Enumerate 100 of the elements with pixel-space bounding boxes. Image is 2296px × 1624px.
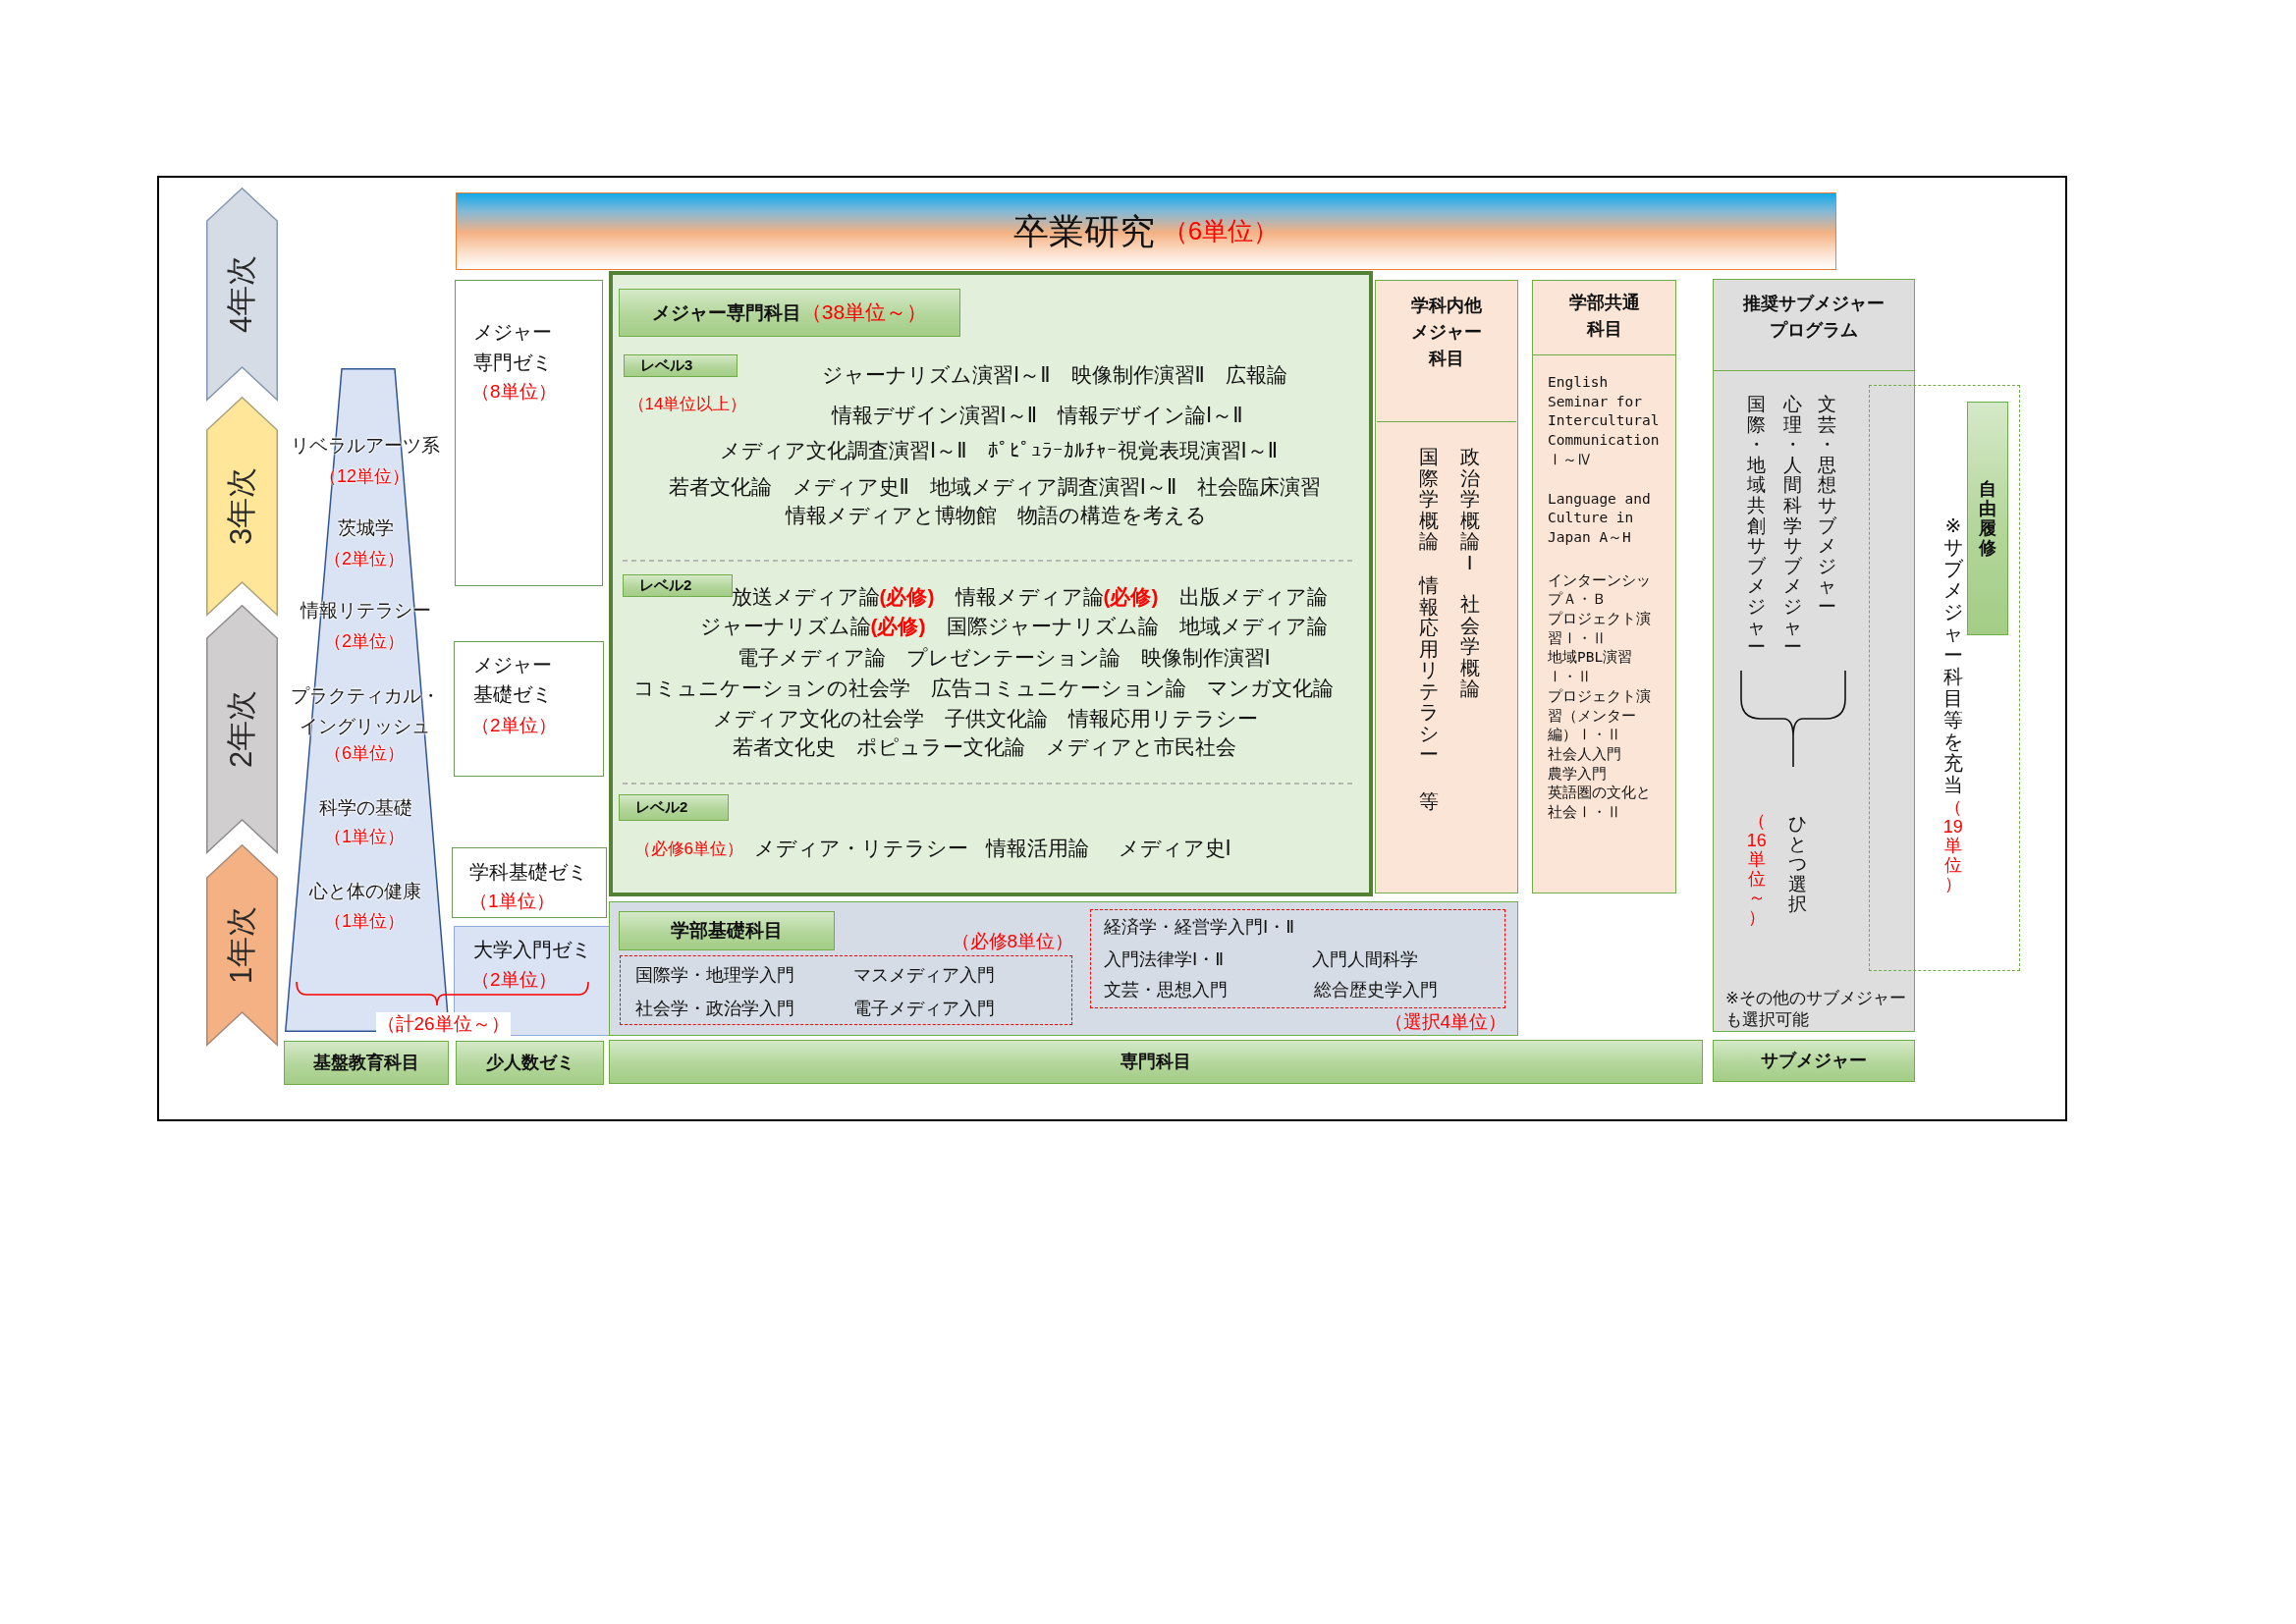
year-label: 2年次 (223, 689, 260, 768)
course-name: メディア・リテラシー (754, 836, 968, 861)
year-label: 1年次 (223, 905, 260, 984)
category-label: サブメジャー (1761, 1050, 1867, 1072)
level-label: レベル2 (635, 798, 688, 817)
credit-note: （6単位） (324, 742, 405, 765)
year-band (206, 188, 278, 401)
course-name: 社会学概論 (1460, 594, 1480, 700)
course-name: 国際学概論 (1419, 447, 1439, 553)
level-tag (623, 574, 733, 597)
course-list: ジャーナリズム演習Ⅰ～Ⅱ 映像制作演習Ⅱ 広報論 (822, 362, 1287, 389)
course-list: 情報メディアと博物館 物語の構造を考える (785, 503, 1207, 529)
dashed-group-box (620, 955, 1072, 1025)
course-name: メディア史Ⅰ (1118, 836, 1231, 861)
submajor-name: 文芸・思想サブメジャー (1817, 395, 1836, 618)
course-column (1713, 279, 1915, 1032)
credit-note: （必修6単位） (633, 838, 743, 859)
graduation-research-banner (456, 192, 1836, 270)
course-list: メディア文化の社会学 子供文化論 情報応用リテラシー (712, 706, 1258, 732)
course-name: 情報活用論 (985, 836, 1089, 861)
column-header: 学科内他メジャー科目 (1377, 287, 1516, 422)
group-header (619, 911, 835, 950)
column-header: 学部共通科目 (1533, 283, 1675, 355)
year-band (206, 844, 278, 1046)
course-name: 文芸・思想入門 (1104, 978, 1228, 1001)
course-name: 社会学・政治学入門 (635, 997, 794, 1019)
group-header (619, 289, 960, 337)
course-name: 入門法律学Ⅰ・Ⅱ (1104, 947, 1225, 970)
year-band (206, 397, 278, 616)
credit-note: （2単位） (471, 968, 557, 992)
course-name: 科学の基礎 (318, 796, 412, 820)
course-name: 電子メディア入門 (853, 997, 995, 1019)
credit-note: （計26単位～） (375, 1012, 511, 1036)
course-name: 総合歴史学入門 (1314, 978, 1438, 1001)
banner-title: 卒業研究 (1012, 209, 1155, 253)
category-label: 基盤教育科目 (313, 1052, 419, 1074)
level-label: レベル3 (640, 356, 693, 375)
credit-note: （38単位～） (800, 299, 928, 326)
year-label: 3年次 (223, 466, 260, 545)
course-list: 情報デザイン演習Ⅰ～Ⅱ 情報デザイン論Ⅰ～Ⅱ (831, 403, 1243, 429)
course-name: 政治学概論Ⅰ (1460, 447, 1480, 573)
course-name: 農学入門 (1548, 764, 1608, 784)
course-name: 情報応用リテラシー (1419, 575, 1439, 766)
course-name: 社会人入門 (1548, 744, 1622, 764)
credit-note: （16単位～） (1746, 812, 1768, 927)
course-list: 放送メディア論(必修) 情報メディア論(必修) 出版メディア論 (731, 584, 1328, 611)
tag-label: 自由履修 (1979, 479, 1996, 558)
credit-note: （6単位） (1162, 215, 1280, 247)
credit-note: （1単位） (469, 890, 555, 913)
category-bar (284, 1041, 449, 1085)
course-name: 茨城学 (337, 516, 394, 540)
seminar-box (455, 280, 603, 586)
dashed-group-box (1869, 385, 2020, 971)
course-name: 国際学・地理学入門 (635, 963, 794, 986)
course-name: プロジェクト演習（メンター編）Ⅰ・Ⅱ (1548, 686, 1652, 745)
course-name: プロジェクト演習Ⅰ・Ⅱ (1548, 610, 1652, 648)
level-label: レベル2 (639, 576, 692, 595)
seminar-name: メジャー基礎ゼミ (473, 653, 553, 707)
course-name: English Seminar for Intercultural Communication Ⅰ～Ⅳ (1548, 373, 1661, 469)
category-bar (1713, 1040, 1915, 1082)
note-text: ※その他のサブメジャーも選択可能 (1725, 988, 1907, 1030)
course-group-panel (609, 271, 1373, 896)
credit-note: （19単位） (1942, 798, 1964, 894)
level-tag (624, 354, 738, 377)
seminar-name: 大学入門ゼミ (473, 937, 591, 962)
course-name: Language and Culture in Japan A～H (1548, 489, 1652, 547)
course-name: 経済学・経営学入門Ⅰ・Ⅱ (1104, 915, 1295, 938)
course-name: 英語圏の文化と社会Ⅰ・Ⅱ (1548, 784, 1652, 823)
course-list: 若者文化論 メディア史Ⅱ 地域メディア調査演習Ⅰ～Ⅱ 社会臨床演習 (668, 474, 1322, 501)
dashed-group-box (1090, 909, 1505, 1008)
group-title: 学部基礎科目 (671, 919, 783, 943)
course-list: 電子メディア論 プレゼンテーション論 映像制作演習Ⅰ (737, 645, 1271, 672)
year-label: 4年次 (223, 254, 260, 333)
course-list: 若者文化史 ポピュラー文化論 メディアと市民社会 (732, 734, 1236, 761)
credit-note: （14単位以上） (628, 393, 747, 414)
seminar-name: 学科基礎ゼミ (469, 859, 587, 885)
course-name: マスメディア入門 (853, 963, 995, 986)
credit-note: （2単位） (324, 548, 405, 570)
category-label: 専門科目 (1121, 1051, 1191, 1073)
column-header: 推奨サブメジャープログラム (1714, 284, 1914, 371)
seminar-box (454, 641, 604, 777)
course-name: 心と体の健康 (309, 880, 421, 903)
level-tag (619, 794, 729, 821)
credit-note: （1単位） (324, 910, 405, 933)
credit-note: （8単位） (471, 380, 557, 404)
credit-note: （12単位） (319, 465, 410, 488)
seminar-name: メジャー専門ゼミ (473, 319, 553, 375)
credit-note: （必修8単位） (951, 930, 1074, 953)
year-band (206, 605, 278, 853)
choice-note: ひとつ選択 (1787, 814, 1807, 915)
course-column (1532, 280, 1676, 893)
note-text: ※サブメジャー科目等を充当 (1943, 514, 1963, 795)
category-bar (456, 1041, 604, 1085)
group-title: メジャー専門科目 (651, 300, 801, 325)
course-list: コミュニケーションの社会学 広告コミュニケーション論 マンガ文化論 (632, 676, 1334, 702)
credit-note: （選択4単位） (1384, 1010, 1507, 1034)
course-list: メディア文化調査演習Ⅰ～Ⅱ ﾎﾟﾋﾟｭﾗｰｶﾙﾁｬｰ視覚表現演習Ⅰ～Ⅱ (720, 438, 1279, 464)
course-column (1375, 280, 1518, 893)
course-name: 入門人間科学 (1312, 947, 1418, 970)
credit-note: （2単位） (324, 630, 405, 653)
